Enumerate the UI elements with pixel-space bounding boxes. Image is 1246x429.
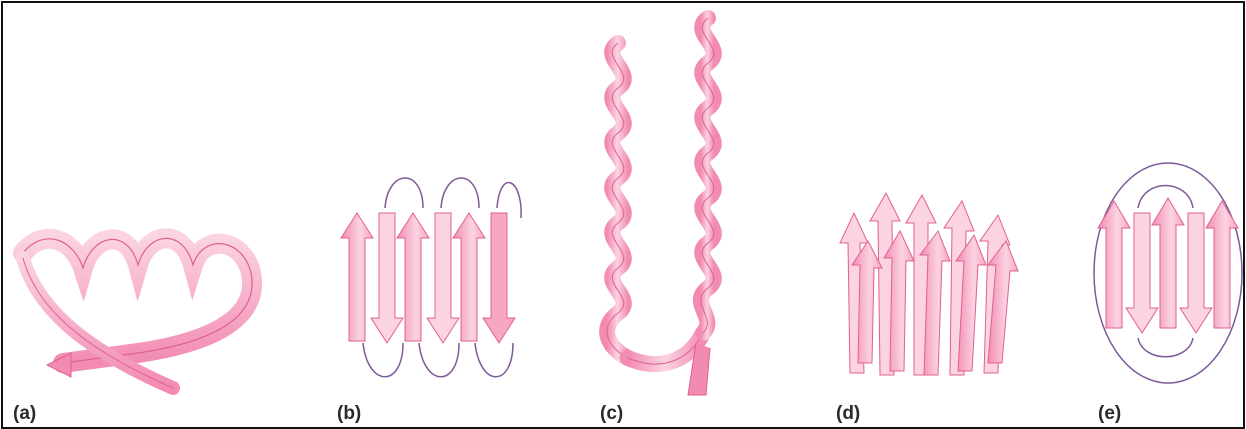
beta-barrel-illustration — [828, 3, 1028, 427]
panel-e-label: (e) — [1098, 403, 1121, 425]
antiparallel-beta-sheet-illustration — [323, 3, 533, 427]
panel-d: (d) — [828, 3, 1028, 427]
panel-c: (c) — [588, 3, 748, 427]
greek-key-sheet-illustration — [1088, 3, 1243, 427]
panel-b: (b) — [323, 3, 533, 427]
panel-b-label: (b) — [337, 403, 361, 425]
helix-strand-ribbon-illustration — [3, 3, 273, 427]
panel-a-label: (a) — [13, 403, 36, 425]
helix-pair-illustration — [588, 3, 748, 427]
panel-c-label: (c) — [600, 403, 623, 425]
panel-d-label: (d) — [836, 403, 860, 425]
panel-a: (a) — [3, 3, 273, 427]
panel-e: (e) — [1088, 3, 1243, 427]
